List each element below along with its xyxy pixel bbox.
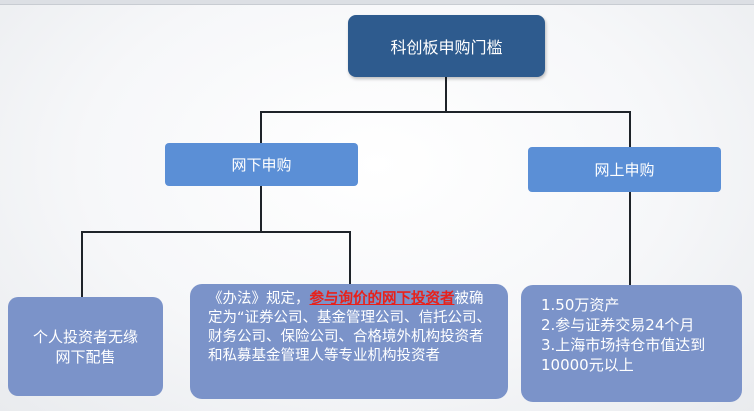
- institution-text-after: 被确定为“证券公司、基金管理公司、信托公司、财务公司、保险公司、合格境外机构投资…: [208, 291, 492, 364]
- online-subscription-node: 网上申购: [528, 147, 721, 192]
- requirement-item-3: 3.上海市场持仓市值达到10000元以上: [541, 336, 706, 374]
- offline-subscription-node: 网下申购: [165, 143, 358, 186]
- individual-line-1: 个人投资者无缘: [32, 327, 138, 346]
- online-label: 网上申购: [594, 161, 655, 179]
- root-label: 科创板申购门槛: [390, 38, 503, 57]
- requirement-item-2: 2.参与证券交易24个月: [541, 316, 695, 334]
- top-rule: [0, 0, 754, 4]
- top-rule-accent: [0, 4, 754, 5]
- institution-text-before: 《办法》规定，: [208, 291, 310, 307]
- root-node: 科创板申购门槛: [348, 15, 545, 77]
- connector-root-branches: [260, 111, 631, 147]
- requirement-item-1: 1.50万资产: [541, 296, 620, 314]
- connector-offline-leaves: [81, 231, 351, 297]
- online-requirements-node: 1.50万资产 2.参与证券交易24个月 3.上海市场持仓市值达到10000元以…: [521, 285, 742, 402]
- institution-highlight: 参与询价的网下投资者: [309, 291, 455, 307]
- institutional-investor-node: 《办法》规定，参与询价的网下投资者被确定为“证券公司、基金管理公司、信托公司、财…: [190, 284, 508, 399]
- individual-investor-node: 个人投资者无缘 网下配售: [8, 297, 163, 396]
- individual-line-2: 网下配售: [55, 347, 116, 366]
- offline-label: 网下申购: [231, 156, 292, 174]
